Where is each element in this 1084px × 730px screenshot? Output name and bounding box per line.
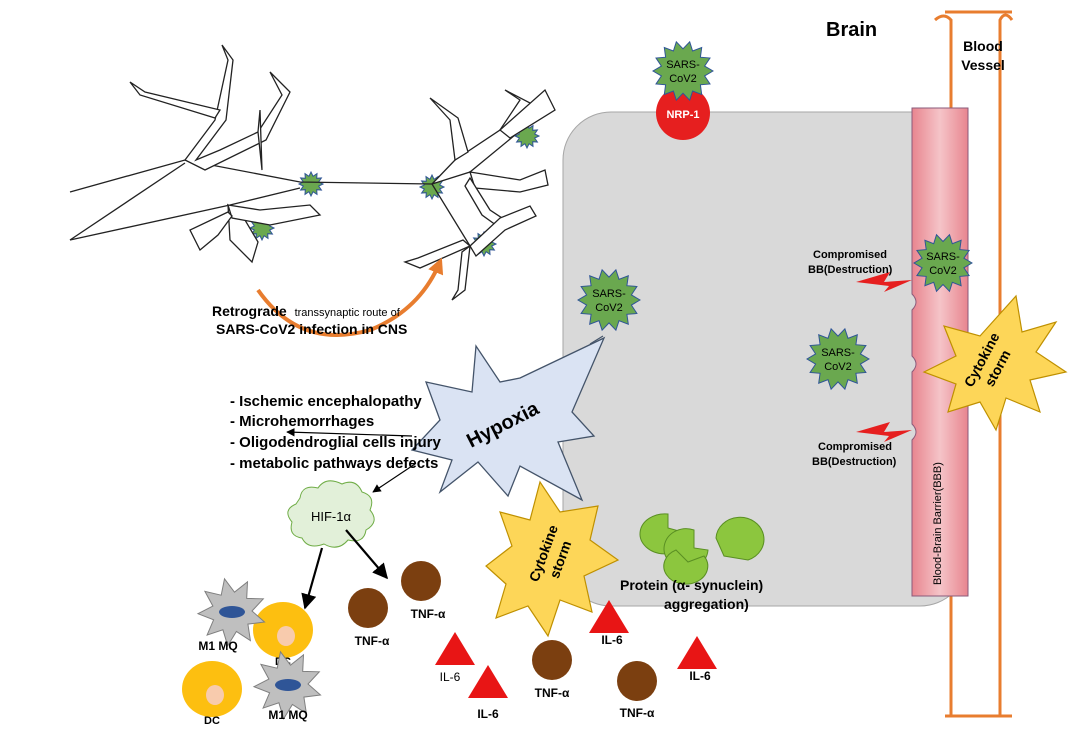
arrow-hypoxia-to-effects xyxy=(286,428,413,437)
dc-label: DC xyxy=(204,715,220,727)
retrograde-bold: Retrograde xyxy=(212,303,287,319)
arrow-hypoxia-to-hif xyxy=(372,463,416,493)
compromised-label-b2: BB(Destruction) xyxy=(812,456,897,468)
sars-cov2-virus: SARS- CoV2 xyxy=(806,327,870,391)
retrograde-caption-line2: SARS-CoV2 infection in CNS xyxy=(216,321,407,337)
hif-label: HIF-1α xyxy=(311,509,352,524)
retrograde-small: transsynaptic route of xyxy=(295,307,401,319)
blood-vessel-label-1: Blood xyxy=(963,38,1003,54)
lightning-bolt-2 xyxy=(856,422,912,442)
blood-vessel-label-2: Vessel xyxy=(961,57,1005,73)
effects-list: - Ischemic encephalopathy - Microhemorrh… xyxy=(230,393,442,472)
effect-item: - Microhemorrhages xyxy=(230,413,374,430)
virus-label-line2: CoV2 xyxy=(824,361,852,373)
virus-label-line1: SARS- xyxy=(821,347,855,359)
bbb-label: Blood-Brain Barrier(BBB) xyxy=(932,462,944,585)
il6-label: IL-6 xyxy=(440,670,461,684)
cytokine-storm: Cytokinestorm xyxy=(922,294,1068,432)
compromised-label-a1: Compromised xyxy=(813,249,887,261)
small-virus-particle xyxy=(513,122,541,150)
m1-macrophage: M1 MQ xyxy=(252,650,322,722)
effect-item: - Oligodendroglial cells injury xyxy=(230,434,442,451)
tnf-label: TNF-α xyxy=(411,607,446,621)
small-virus-particle xyxy=(297,170,325,198)
brain-title: Brain xyxy=(826,19,877,41)
neuron-network xyxy=(69,44,556,301)
sars-cov2-virus: SARS- CoV2 xyxy=(913,233,973,293)
m1-mq-label: M1 MQ xyxy=(198,639,237,653)
compromised-label-a2: BB(Destruction) xyxy=(808,264,893,276)
small-virus-particle xyxy=(418,173,446,201)
retrograde-arrow xyxy=(256,257,444,337)
virus-label-line1: SARS- xyxy=(666,59,700,71)
tnf-label: TNF-α xyxy=(620,706,655,720)
virus-label-line2: CoV2 xyxy=(595,302,623,314)
il6-cytokine: IL-6 xyxy=(468,665,508,721)
effect-item: - Ischemic encephalopathy xyxy=(230,393,422,410)
arrow-virus-to-hypoxia xyxy=(589,335,604,345)
protein-aggregates xyxy=(639,513,765,585)
arrow-hif-to-tnf xyxy=(345,529,389,580)
blood-vessel xyxy=(934,10,1014,718)
virus-label-line2: CoV2 xyxy=(669,73,697,85)
m1-macrophage: M1 MQ xyxy=(196,577,266,653)
il6-cytokine: IL-6 xyxy=(589,600,629,647)
tnf-label: TNF-α xyxy=(535,686,570,700)
cytokine-storm: Cytokinestorm xyxy=(485,480,620,638)
il6-cytokine: IL-6 xyxy=(677,636,717,683)
protein-label-2: aggregation) xyxy=(664,596,749,612)
virus-label-line1: SARS- xyxy=(592,288,626,300)
sars-cov2-virus: SARS- CoV2 xyxy=(652,40,714,102)
il6-label: IL-6 xyxy=(689,669,711,683)
hypoxia-burst xyxy=(410,336,606,502)
virus-label-line2: CoV2 xyxy=(929,265,957,277)
tnf-alpha: TNF-α xyxy=(401,561,446,621)
il6-cytokine: IL-6 xyxy=(435,632,475,684)
virus-label-line1: SARS- xyxy=(926,251,960,263)
blood-brain-barrier xyxy=(911,107,969,597)
brain-cell-body xyxy=(562,111,969,607)
tnf-label: TNF-α xyxy=(355,634,390,648)
il6-label: IL-6 xyxy=(477,707,499,721)
retrograde-caption-line1: Retrograde transsynaptic route of xyxy=(212,303,401,319)
compromised-label-b1: Compromised xyxy=(818,441,892,453)
m1-mq-label: M1 MQ xyxy=(268,708,307,722)
lightning-bolt-1 xyxy=(856,272,912,292)
nrp1-receptor xyxy=(656,86,710,140)
hif-cloud xyxy=(287,480,375,548)
sars-cov2-virus: SARS- CoV2 xyxy=(577,268,641,332)
tnf-alpha: TNF-α xyxy=(617,661,657,720)
dendritic-cell: DC xyxy=(182,661,242,727)
effect-item: - metabolic pathways defects xyxy=(230,455,438,472)
nrp1-label: NRP-1 xyxy=(666,109,699,121)
tnf-alpha: TNF-α xyxy=(348,588,390,648)
il6-label: IL-6 xyxy=(601,633,623,647)
protein-label-1: Protein (α- synuclein) xyxy=(620,577,763,593)
tnf-alpha: TNF-α xyxy=(532,640,572,700)
arrow-hif-to-immune xyxy=(301,547,324,610)
